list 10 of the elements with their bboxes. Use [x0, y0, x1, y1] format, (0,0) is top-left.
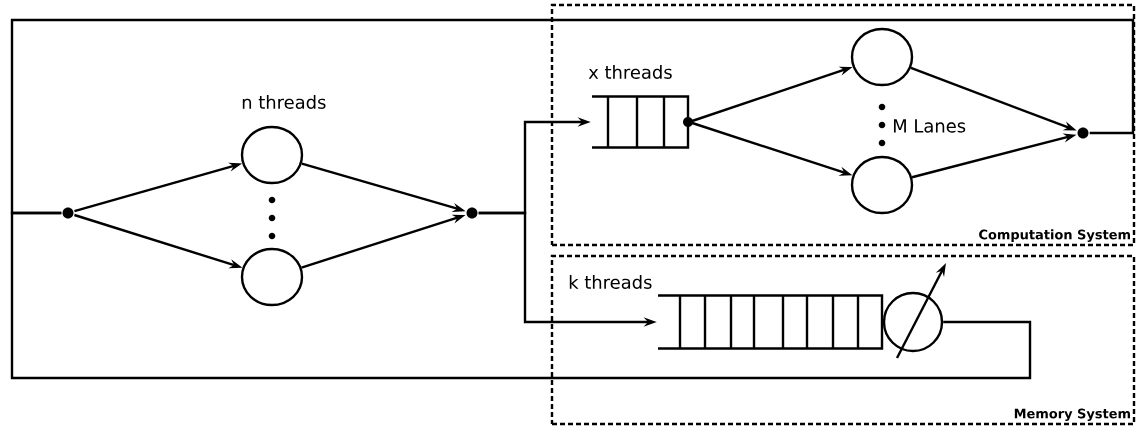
queue [658, 294, 884, 350]
queue [592, 95, 693, 149]
server-circle [240, 125, 304, 185]
thread-count: k threads [569, 275, 652, 289]
server-circle [240, 247, 304, 307]
server-circle [850, 27, 914, 87]
label: M Lanes [893, 119, 966, 133]
label: n threads [242, 95, 326, 109]
server-circle [850, 155, 914, 215]
thread-count: x threads [588, 65, 672, 79]
